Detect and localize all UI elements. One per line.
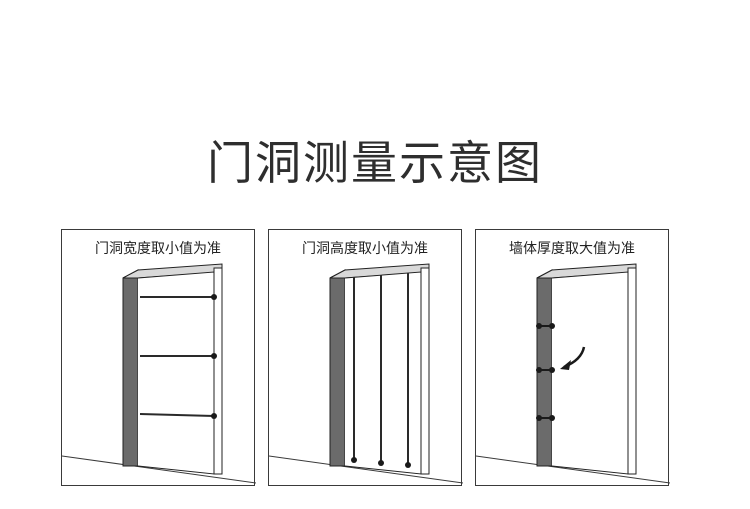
measure-dot bbox=[536, 415, 542, 421]
measure-line-bottom bbox=[139, 413, 215, 417]
door-frame-side bbox=[329, 269, 346, 467]
measure-dot bbox=[351, 457, 357, 463]
door-width-diagram bbox=[62, 263, 256, 484]
measure-dot bbox=[211, 353, 217, 359]
door-opening-inner bbox=[344, 271, 422, 475]
panel-door-height: 门洞高度取小值为准 bbox=[268, 229, 463, 486]
measure-dot bbox=[549, 415, 555, 421]
door-frame-right bbox=[420, 267, 430, 475]
door-frame-right bbox=[627, 267, 637, 475]
floor-line bbox=[476, 455, 670, 484]
door-opening-inner bbox=[137, 271, 215, 475]
panel-label-height: 门洞高度取小值为准 bbox=[302, 241, 428, 257]
door-opening-inner bbox=[551, 271, 629, 475]
panel-label-width: 门洞宽度取小值为准 bbox=[95, 241, 221, 257]
floor-line bbox=[269, 455, 463, 484]
measure-dot bbox=[549, 323, 555, 329]
wall-thickness-diagram bbox=[476, 263, 670, 484]
pointer-arrow-head bbox=[560, 360, 571, 370]
panel-wall-thickness: 墙体厚度取大值为准 bbox=[475, 229, 670, 486]
measure-dot bbox=[211, 413, 217, 419]
panel-door-width: 门洞宽度取小值为准 bbox=[61, 229, 256, 486]
panel-label-thickness: 墙体厚度取大值为准 bbox=[509, 241, 635, 257]
measure-dot bbox=[378, 460, 384, 466]
measure-dot bbox=[536, 323, 542, 329]
door-frame-side bbox=[122, 269, 139, 467]
page-title: 门洞测量示意图 bbox=[207, 136, 543, 190]
floor-line bbox=[62, 455, 256, 484]
measure-dot bbox=[405, 462, 411, 468]
measure-dot bbox=[536, 367, 542, 373]
measure-dot bbox=[211, 294, 217, 300]
measure-dot bbox=[549, 367, 555, 373]
door-height-diagram bbox=[269, 263, 463, 484]
